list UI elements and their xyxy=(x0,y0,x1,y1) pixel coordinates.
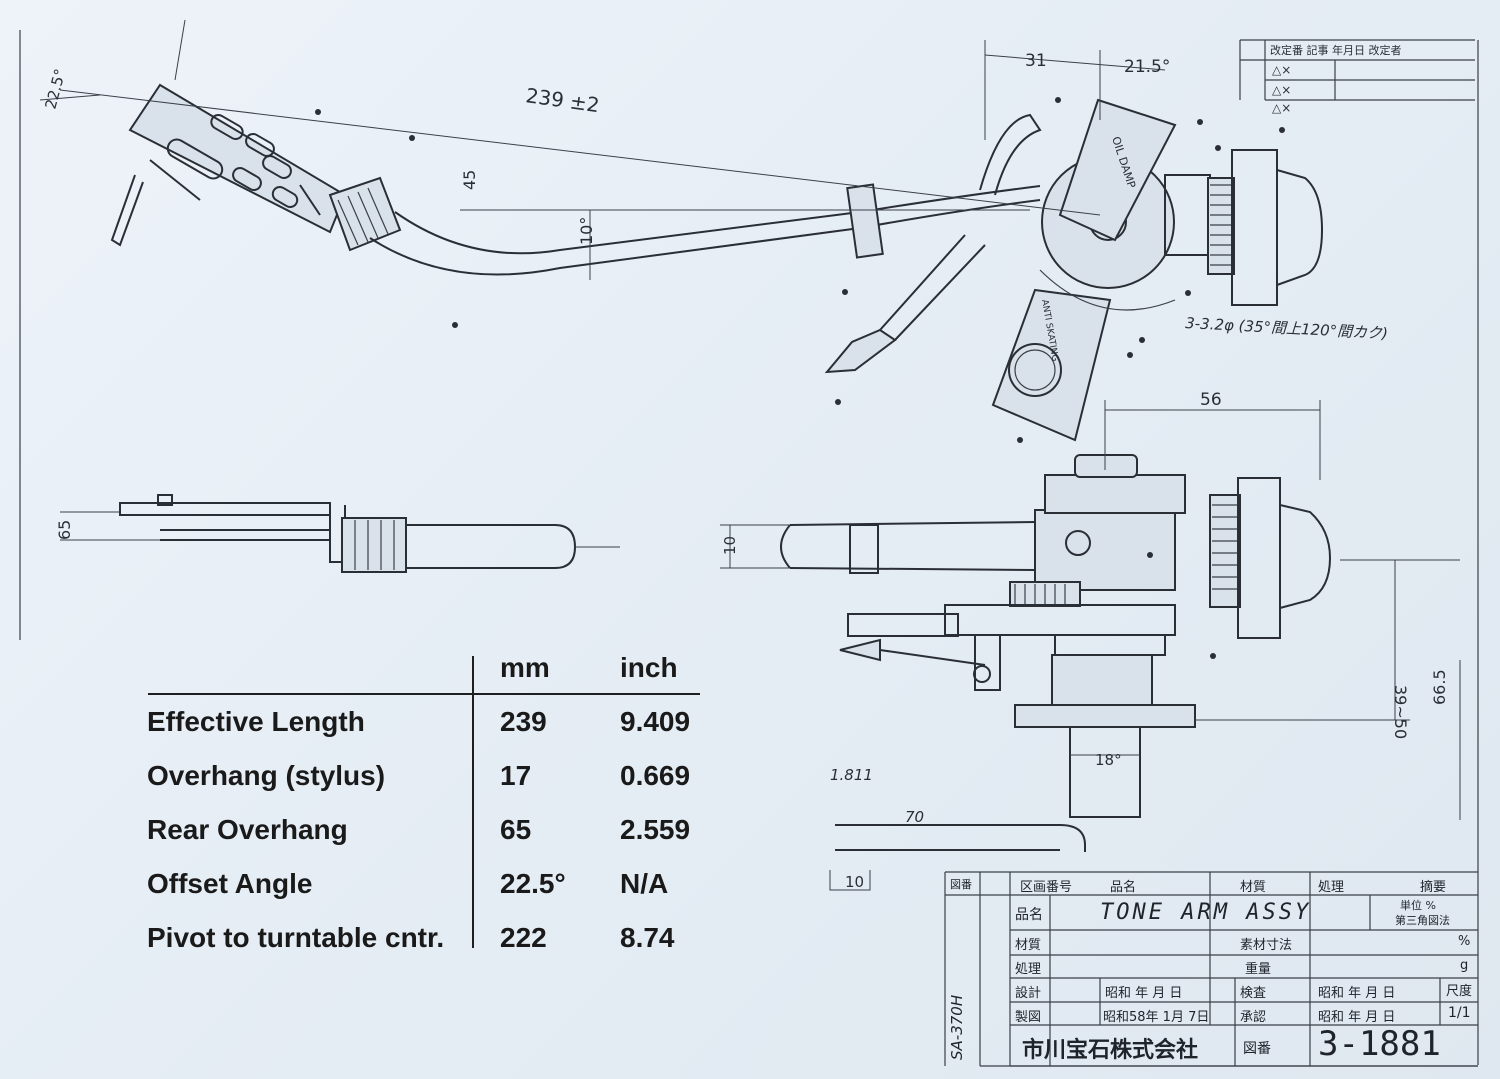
specs-label: Offset Angle xyxy=(147,868,313,899)
tb-drawing-no-label: 図番 xyxy=(1243,1041,1271,1057)
specs-table: mm inch Effective Length 239 9.409 Overh… xyxy=(140,648,705,953)
tb-part-name-label: 品名 xyxy=(1015,907,1043,923)
dim-3950: 39~50 xyxy=(1391,685,1410,739)
specs-inch: 8.74 xyxy=(620,922,675,953)
tb-draw-label: 製図 xyxy=(1015,1010,1042,1025)
tb-weight-value: g xyxy=(1460,958,1469,973)
dim-10-side: 10 xyxy=(721,536,739,555)
tb-col-3: 処理 xyxy=(1318,880,1345,895)
tb-weight-label: 重量 xyxy=(1245,962,1272,977)
tb-scale-value: 1/1 xyxy=(1448,1005,1471,1021)
dim-56: 56 xyxy=(1200,390,1222,410)
side-view-headshell xyxy=(60,494,620,573)
specs-row: Rear Overhang 65 2.559 xyxy=(140,814,705,864)
headshell xyxy=(128,83,347,234)
specs-mm: 17 xyxy=(500,760,532,791)
revision-mark-1: △× xyxy=(1272,63,1291,77)
specs-mm: 65 xyxy=(500,814,532,845)
tb-check-label: 検査 xyxy=(1240,986,1267,1001)
specs-row: Effective Length 239 9.409 xyxy=(140,706,705,756)
specs-header-rule xyxy=(148,693,700,695)
specs-mm: 239 xyxy=(500,706,547,737)
specs-label: Overhang (stylus) xyxy=(147,760,386,791)
tb-blank-size: 素材寸法 xyxy=(1240,938,1293,953)
specs-inch: N/A xyxy=(620,868,669,899)
specs-inch: 0.669 xyxy=(620,760,691,791)
tb-col-4: 摘要 xyxy=(1420,880,1447,895)
tb-design-date: 昭和 年 月 日 xyxy=(1105,986,1183,1001)
specs-inch: 9.409 xyxy=(620,706,691,737)
dim-215: 21.5° xyxy=(1124,57,1170,77)
tb-drawing-no: 3-1881 xyxy=(1318,1024,1441,1064)
specs-row: Overhang (stylus) 17 0.669 xyxy=(140,760,705,810)
title-block-grid xyxy=(944,871,1478,1067)
tb-design-label: 設計 xyxy=(1015,986,1042,1001)
dim-31: 31 xyxy=(1025,51,1047,71)
revision-mark-2: △× xyxy=(1272,83,1291,97)
tb-approve-label: 承認 xyxy=(1240,1010,1267,1025)
specs-mm: 22.5° xyxy=(500,868,566,899)
specs-label: Rear Overhang xyxy=(147,814,348,845)
tb-col-0: 区画番号 xyxy=(1020,880,1073,895)
specs-row: Offset Angle 22.5° N/A xyxy=(140,868,705,918)
dim-239: 239 ±2 xyxy=(524,83,601,117)
tb-col-drawing: 図番 xyxy=(950,878,972,891)
tb-company: 市川宝石株式会社 xyxy=(1022,1038,1199,1063)
tb-model: SA-370H xyxy=(948,994,966,1060)
tb-unit: 単位 % xyxy=(1400,899,1436,912)
leader-dots xyxy=(315,97,1285,659)
specs-column-divider xyxy=(472,656,474,948)
dim-10deg: 10° xyxy=(577,217,596,245)
dim-18deg: 18° xyxy=(1095,751,1122,769)
tb-date-right-2: 昭和 年 月 日 xyxy=(1318,1010,1396,1025)
specs-header-inch: inch xyxy=(620,652,678,683)
revision-header: 改定番 記事 年月日 改定者 xyxy=(1270,43,1402,57)
specs-label: Effective Length xyxy=(147,706,365,737)
side-view-pivot xyxy=(720,400,1461,891)
revision-mark-3: △× xyxy=(1272,101,1291,115)
tb-date-right-1: 昭和 年 月 日 xyxy=(1318,986,1396,1001)
tb-scale-label: 尺度 xyxy=(1446,984,1473,999)
tb-percent: % xyxy=(1458,934,1471,949)
specs-mm: 222 xyxy=(500,922,547,953)
tb-treatment-label: 処理 xyxy=(1015,962,1042,977)
dim-65: 65 xyxy=(55,520,74,540)
dim-holes: 3-3.2φ (35°間上120°間カク) xyxy=(1185,314,1389,343)
dim-1811: 1.811 xyxy=(830,766,873,784)
dim-70: 70 xyxy=(905,808,924,826)
top-view xyxy=(39,19,1324,442)
dim-665: 66.5 xyxy=(1430,669,1449,705)
tb-part-name: TONE ARM ASSY xyxy=(1100,900,1312,925)
tb-draw-date: 昭和58年 1月 7日 xyxy=(1103,1010,1210,1025)
revision-table: 改定番 記事 年月日 改定者 △× △× △× xyxy=(1239,39,1475,115)
specs-inch: 2.559 xyxy=(620,814,691,845)
dim-45: 45 xyxy=(460,170,479,190)
tb-projection: 第三角図法 xyxy=(1395,914,1450,927)
tb-material-label: 材質 xyxy=(1015,938,1042,953)
tb-col-2: 材質 xyxy=(1240,880,1267,895)
dim-225: 22.5° xyxy=(41,67,69,111)
dim-10-bottom: 10 xyxy=(845,873,864,891)
specs-label: Pivot to turntable cntr. xyxy=(147,922,445,953)
specs-header-mm: mm xyxy=(500,652,550,683)
specs-row: Pivot to turntable cntr. 222 8.74 xyxy=(140,922,705,972)
tb-col-1: 品名 xyxy=(1110,880,1137,895)
